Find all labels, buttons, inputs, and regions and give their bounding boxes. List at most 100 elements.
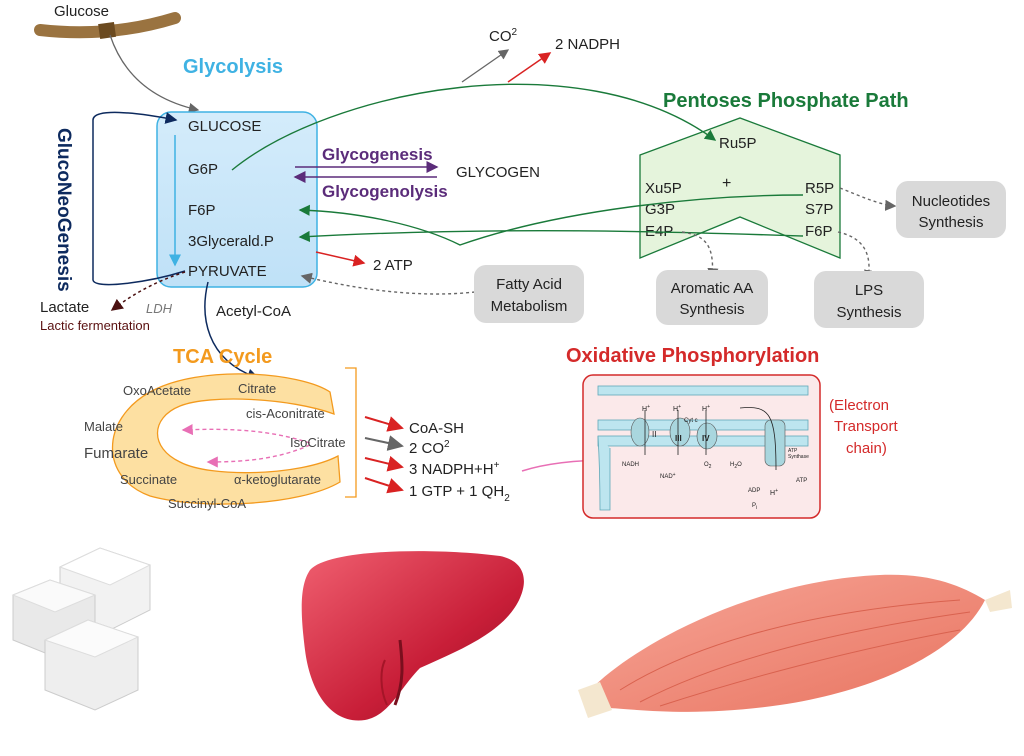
co2-label: CO2 [489,27,518,45]
adp-label: ADP [748,488,760,494]
ppp-to-f6p-arrow [298,194,804,246]
acetyl-coa-arrow [204,281,260,381]
liver-image [301,551,524,721]
atp-out-label: ATP [796,478,807,484]
nadph-arrow [507,52,552,83]
tca-horseshoe [112,373,341,505]
membrane-curve [597,435,611,511]
tca-oxoacetate: OxoAcetate [123,383,191,398]
nucleotides-line2: Synthesis [918,214,983,231]
fatty-acid-box [474,265,584,323]
nadh-label: NADH [622,462,639,468]
nucleotides-box [896,181,1006,238]
tca-arrow-nadph [364,455,404,472]
complex-iii [669,417,691,447]
gluconeogenesis-arrow [92,111,186,286]
tca-isocitrate: IsoCitrate [290,435,346,450]
glucose-fiber-band [98,21,117,40]
h2o-label: H2O [730,462,742,470]
complex-i [630,417,650,447]
f6p-to-lps-arrow [837,231,876,282]
ppp-shape [639,117,841,259]
synthase-label: Synthase [788,454,809,460]
ldh-label: LDH [146,301,173,316]
h-label-1: H+ [642,404,650,413]
atp-synthase-label: ATP [788,448,798,454]
etc-line1: (Electron [829,397,889,414]
aromatic-aa-line2: Synthesis [679,301,744,318]
tca-succinate: Succinate [120,472,177,487]
glycolysis-f6p: F6P [188,202,216,219]
oxphos-title: Oxidative Phosphorylation [566,345,819,367]
h-label-4: H+ [770,488,778,497]
membrane-top [597,385,809,396]
etc-line2: Transport [834,418,898,435]
tca-title: TCA Cycle [173,346,272,368]
glucose-label: Glucose [54,3,109,20]
glycolysis-3glycerald: 3Glycerald.P [188,233,274,250]
ppp-title: Pentoses Phosphate Path [663,90,909,112]
tca-bracket [345,367,357,498]
complex-ii-label: II [652,430,656,439]
glycolysis-g6p: G6P [188,161,218,178]
tca-malate: Malate [84,419,123,434]
tca-citrate: Citrate [238,381,276,396]
membrane-diagram: II III IV Cyt c H+ H+ H+ H+ NADH NAD+ O2… [597,385,809,511]
lps-box [814,271,924,328]
tca-product-co2: 2 CO2 [409,439,450,457]
glycolysis-pyruvate: PYRUVATE [188,263,267,280]
ppp-g3p: G3P [645,201,675,218]
tca-pink-arrow-2 [206,444,311,468]
ppp-s7p: S7P [805,201,833,218]
tca-product-gtp: 1 GTP + 1 QH2 [409,483,510,504]
fatty-acid-to-pyruvate-arrow [300,272,476,295]
etc-line3: chain) [846,440,887,457]
tca-arrow-co2 [364,435,404,451]
lps-line2: Synthesis [836,304,901,321]
co2-arrow [461,49,510,83]
ppp-xu5p: Xu5P [645,180,682,197]
h-label-3: H+ [702,404,710,413]
tca-succinyl-coa: Succinyl-CoA [168,496,246,511]
cytc-label: Cyt c [684,418,698,424]
nad-label: NAD+ [660,472,676,480]
tca-arrow-coa [364,416,404,432]
pi-label: Pi [752,503,757,511]
tca-arrow-gtp [364,477,404,494]
tca-pink-arrow-1 [181,423,311,444]
aromatic-aa-box [656,270,768,325]
atp-arrow [315,251,366,267]
glycolysis-title: Glycolysis [183,56,283,78]
tca-cis-aconitrate: cis-Aconitrate [246,406,325,421]
glucose-arrow [109,34,200,114]
g6p-to-ru5p-arrow [231,83,717,171]
e4p-to-aromatic-arrow [681,231,719,280]
ppp-r5p: R5P [805,180,834,197]
tca-ketoglutarate: α-ketoglutarate [234,472,321,487]
glycolysis-glucose: GLUCOSE [188,118,261,135]
tca-product-nadph: 3 NADPH+H+ [409,460,500,478]
glycogen-label: GLYCOGEN [456,164,540,181]
glycolysis-box [156,111,318,288]
atp-label: 2 ATP [373,257,413,274]
fatty-acid-line1: Fatty Acid [496,276,562,293]
lps-line1: LPS [855,282,883,299]
tca-fumarate: Fumarate [84,445,148,462]
lactate-label: Lactate [40,299,89,316]
aromatic-aa-line1: Aromatic AA [671,280,754,297]
acetyl-coa-label: Acetyl-CoA [216,303,291,320]
nucleotides-line1: Nucleotides [912,193,990,210]
ppp-to-3glycerald-arrow [298,230,804,243]
lactic-fermentation-label: Lactic fermentation [40,318,150,333]
ppp-f6p: F6P [805,223,833,240]
fatty-acid-line2: Metabolism [491,298,568,315]
h-label-2: H+ [673,404,681,413]
r5p-to-nucleotides-arrow [839,187,897,211]
tca-product-coa-sh: CoA-SH [409,420,464,437]
nadph-label: 2 NADPH [555,36,620,53]
complex-iv [696,422,718,450]
ppp-ru5p: Ru5P [719,135,757,152]
ppp-plus: + [722,175,731,192]
